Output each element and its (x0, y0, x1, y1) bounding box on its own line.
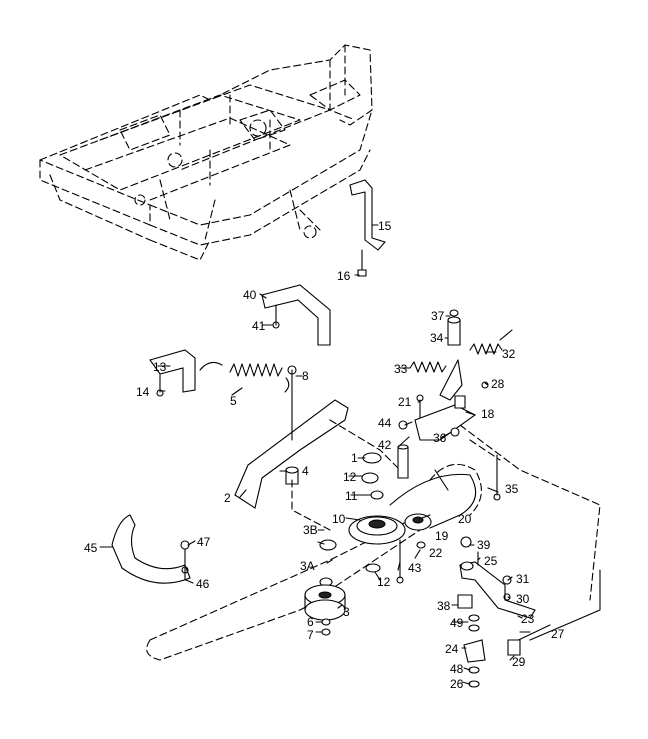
bracket-13 (149, 349, 196, 397)
callout-32: 32 (502, 347, 516, 361)
shaft-42 (396, 420, 409, 584)
mower-frame (39, 44, 373, 261)
callout-16: 16 (337, 269, 351, 283)
callout-24: 24 (445, 642, 459, 656)
callout-49: 49 (450, 616, 464, 630)
brake-arm-23 (457, 536, 536, 619)
callout-18: 18 (481, 407, 495, 421)
bolt-35 (493, 454, 501, 501)
callout-40: 40 (243, 288, 257, 302)
spring-32 (469, 329, 513, 355)
callout-41: 41 (252, 319, 266, 333)
deflector-45 (111, 514, 191, 584)
idler-pulley-3 (304, 539, 346, 636)
idler-bracket-18 (414, 309, 489, 441)
callout-20: 20 (458, 512, 472, 526)
callout-48: 48 (450, 662, 464, 676)
callout-47: 47 (197, 535, 211, 549)
callout-11: 11 (345, 489, 358, 503)
callout-4: 4 (302, 464, 309, 478)
bracket-15 (349, 179, 386, 277)
callout-12-upper: 12 (343, 470, 357, 484)
callout-1: 1 (351, 451, 358, 465)
callout-13: 13 (153, 360, 167, 374)
callout-45: 45 (84, 541, 98, 555)
drive-pulley-10 (348, 452, 406, 573)
callout-7: 7 (307, 628, 314, 642)
spring-5 (199, 361, 290, 393)
callout-29: 29 (512, 655, 526, 669)
callout-5: 5 (230, 394, 237, 408)
callout-28: 28 (491, 377, 505, 391)
callout-12-lower: 12 (377, 575, 391, 589)
bracket-40 (261, 284, 331, 346)
callout-42: 42 (378, 438, 392, 452)
callout-26: 26 (450, 677, 464, 691)
callout-15: 15 (378, 219, 392, 233)
callout-43: 43 (408, 561, 422, 575)
callout-44: 44 (378, 416, 392, 430)
callout-30: 30 (516, 592, 530, 606)
callout-25: 25 (484, 554, 498, 568)
callout-39: 39 (477, 538, 491, 552)
callout-31: 31 (516, 572, 530, 586)
callout-2: 2 (224, 491, 231, 505)
callout-19: 19 (435, 529, 449, 543)
callout-14: 14 (136, 385, 150, 399)
callout-33: 33 (394, 362, 408, 376)
callout-35: 35 (505, 482, 519, 496)
brake-rod-27 (507, 569, 601, 656)
callout-21: 21 (398, 395, 412, 409)
callout-6: 6 (307, 615, 314, 629)
callout-36: 36 (433, 431, 447, 445)
callout-10: 10 (332, 512, 346, 526)
callout-22: 22 (429, 546, 443, 560)
spring-33 (409, 361, 447, 373)
idler-arm-2 (234, 365, 349, 509)
callout-46: 46 (196, 577, 210, 591)
leader-lines (99, 224, 531, 685)
callout-3: 3 (343, 605, 350, 619)
callout-8: 8 (302, 369, 309, 383)
callout-3a: 3A (300, 559, 315, 573)
callout-38: 38 (437, 599, 451, 613)
lower-stack (463, 614, 486, 688)
pulley-19 (389, 463, 482, 549)
callout-3b: 3B (303, 523, 318, 537)
callout-34: 34 (430, 331, 444, 345)
callout-27: 27 (551, 627, 565, 641)
callout-labels: 1 2 3 3A 3B 4 5 6 7 8 10 11 12 12 13 14 … (84, 219, 565, 691)
callout-37: 37 (431, 309, 445, 323)
callout-23: 23 (521, 612, 535, 626)
